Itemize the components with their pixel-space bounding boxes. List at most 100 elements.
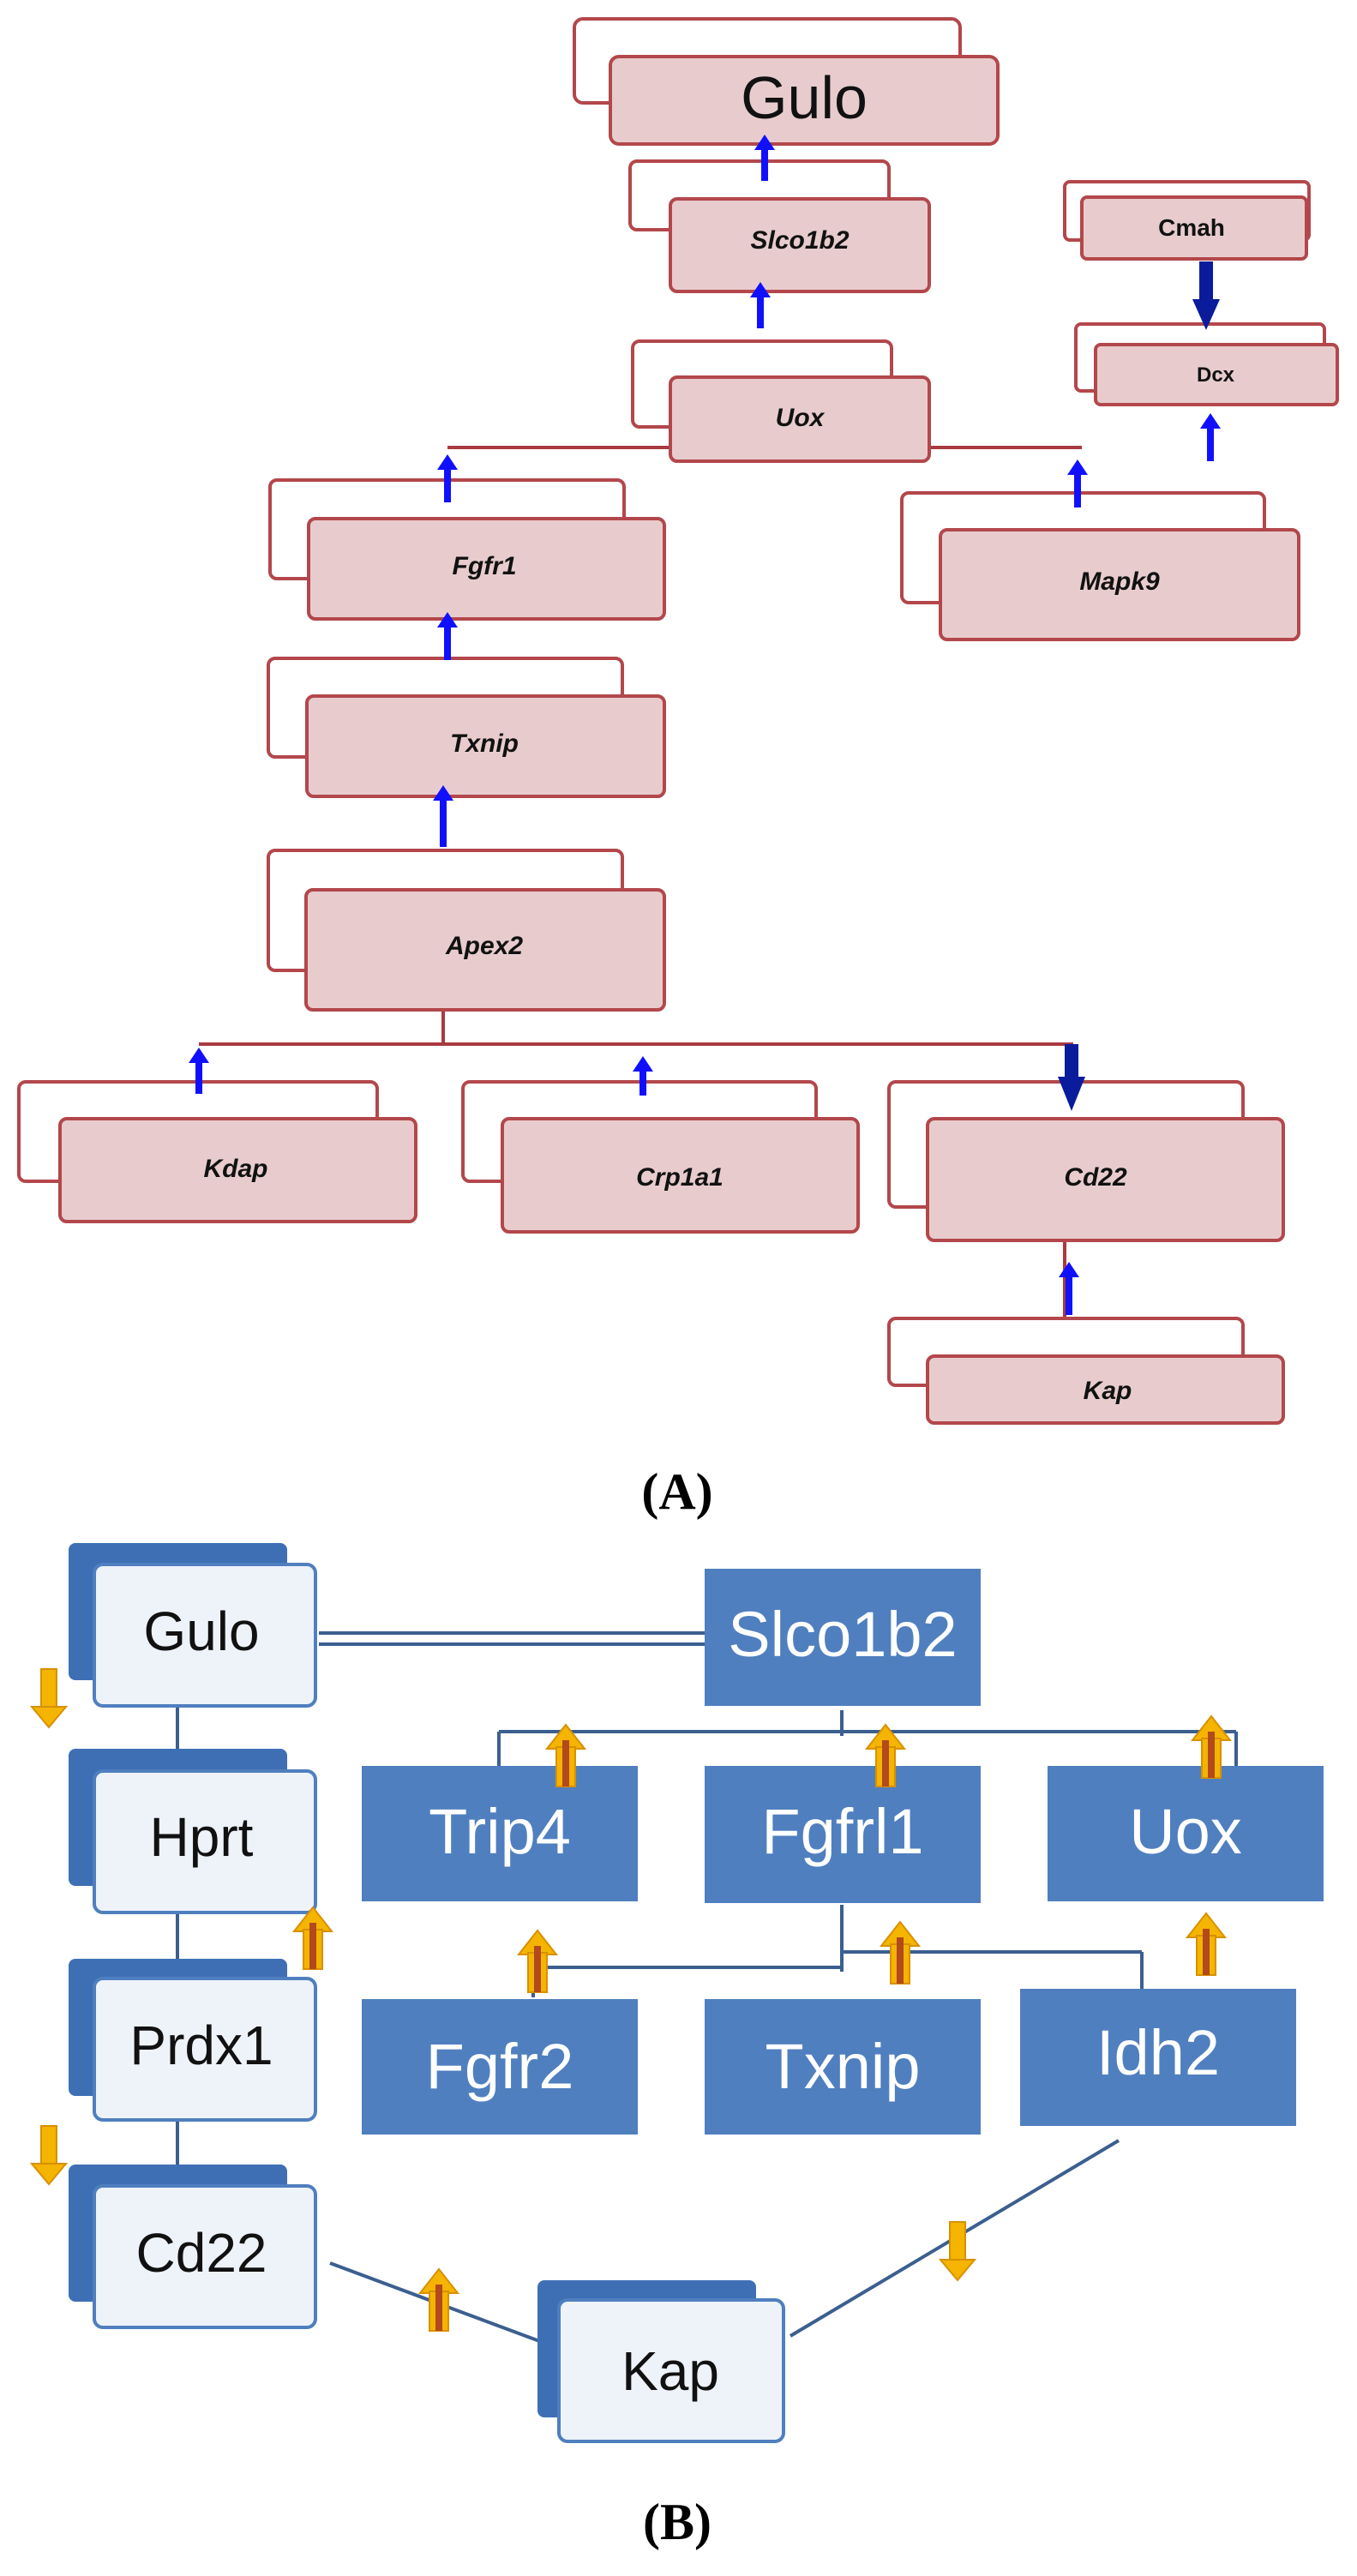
node-a-slco1b2-box xyxy=(669,197,931,293)
node-b-gulo: Gulo xyxy=(69,1543,317,1708)
node-a-kdap: Kdap xyxy=(17,1080,417,1223)
node-a-uox-label: Uox xyxy=(776,404,826,432)
node-a-kap-box xyxy=(926,1354,1285,1425)
node-a-mapk9-label: Mapk9 xyxy=(1079,567,1160,596)
node-b-uox-box xyxy=(1048,1766,1324,1901)
node-a-apex2: Apex2 xyxy=(267,849,666,1012)
node-a-crp1a1: Crp1a1 xyxy=(461,1080,860,1234)
node-a-slco1b2-label: Slco1b2 xyxy=(750,226,849,255)
node-a-kap: Kap xyxy=(887,1317,1285,1425)
orange-up-arrow-icon xyxy=(516,1929,559,1993)
node-a-mapk9: Mapk9 xyxy=(900,491,1300,641)
node-a-fgfr1-label: Fgfr1 xyxy=(453,552,517,580)
panel-a: Gulo Slco1b2 Uox Fgfr1 Txnip xyxy=(17,17,1339,1520)
node-b-txnip: Txnip xyxy=(705,1999,981,2135)
node-b-cd22: Cd22 xyxy=(69,2165,317,2329)
node-b-fgfr2-box xyxy=(362,1999,638,2135)
node-b-kap-label: Kap xyxy=(621,2340,719,2402)
node-a-cd22: Cd22 xyxy=(887,1080,1285,1242)
node-b-hprt-box xyxy=(93,1769,317,1914)
up-arrow-icon xyxy=(1200,413,1221,461)
node-b-cd22-label: Cd22 xyxy=(136,2222,267,2284)
node-a-txnip-label: Txnip xyxy=(450,730,519,758)
node-b-fgfr2: Fgfr2 xyxy=(362,1999,638,2135)
panel-b-label: (B) xyxy=(643,2494,712,2550)
node-a-gulo-box xyxy=(609,55,1000,146)
up-arrow-icon xyxy=(1059,1262,1079,1315)
node-b-idh2-box xyxy=(1020,1989,1296,2126)
node-b-slco1b2: Slco1b2 xyxy=(705,1569,981,1706)
up-arrow-icon xyxy=(437,454,458,502)
down-arrow-icon xyxy=(1058,1044,1085,1111)
node-a-cd22-label: Cd22 xyxy=(1064,1163,1127,1192)
panel-b-orange-arrows xyxy=(29,1668,1233,2332)
node-a-apex2-label: Apex2 xyxy=(445,932,523,960)
node-a-txnip-box xyxy=(305,694,666,798)
orange-up-arrow-icon xyxy=(417,2267,460,2332)
node-b-txnip-box xyxy=(705,1999,981,2135)
up-arrow-icon xyxy=(633,1056,653,1096)
node-b-trip4-box xyxy=(362,1766,638,1901)
node-a-fgfr1-box xyxy=(307,517,666,621)
node-b-gulo-box xyxy=(93,1563,317,1708)
up-arrow-icon xyxy=(1067,459,1088,507)
node-a-kdap-box xyxy=(58,1117,417,1223)
node-b-txnip-label: Txnip xyxy=(766,2031,921,2102)
up-arrow-icon xyxy=(750,282,771,328)
up-arrow-icon xyxy=(754,135,775,181)
node-a-uox: Uox xyxy=(631,339,931,463)
node-a-mapk9-box xyxy=(939,528,1300,641)
node-a-gulo: Gulo xyxy=(573,17,1000,146)
orange-up-arrow-icon xyxy=(1190,1714,1233,1779)
up-arrow-icon xyxy=(189,1048,209,1094)
node-a-kdap-label: Kdap xyxy=(204,1155,268,1183)
down-arrow-icon xyxy=(1192,261,1220,330)
node-a-cmah-box xyxy=(1080,195,1308,261)
node-b-trip4: Trip4 xyxy=(362,1766,638,1901)
orange-up-arrow-icon xyxy=(864,1723,907,1787)
node-b-prdx1-box xyxy=(93,1977,317,2122)
node-b-hprt-label: Hprt xyxy=(150,1806,254,1868)
node-b-slco1b2-box xyxy=(705,1569,981,1706)
node-b-uox-label: Uox xyxy=(1129,1796,1242,1867)
panel-b: Gulo Hprt Prdx1 Cd22 Kap Slco1b2 xyxy=(29,1543,1324,2550)
node-b-idh2: Idh2 xyxy=(1020,1989,1296,2126)
node-b-hprt: Hprt xyxy=(69,1749,317,1914)
orange-up-arrow-icon xyxy=(544,1723,587,1787)
up-arrow-icon xyxy=(433,785,453,847)
node-a-cmah-label: Cmah xyxy=(1158,214,1225,241)
panel-a-down-arrows xyxy=(1058,261,1220,1111)
node-a-crp1a1-label: Crp1a1 xyxy=(636,1163,724,1192)
node-a-dcx-label: Dcx xyxy=(1197,363,1235,387)
node-b-fgfrl1-label: Fgfrl1 xyxy=(761,1796,923,1867)
node-b-fgfrl1-box xyxy=(705,1766,981,1903)
node-a-uox-box xyxy=(669,375,931,463)
node-a-cd22-box xyxy=(926,1117,1285,1242)
panel-a-arrows xyxy=(189,135,1221,1315)
node-b-uox: Uox xyxy=(1048,1766,1324,1901)
node-a-txnip: Txnip xyxy=(267,657,666,798)
node-a-apex2-box xyxy=(304,888,666,1012)
orange-up-arrow-icon xyxy=(291,1906,334,1970)
node-a-gulo-label: Gulo xyxy=(741,64,868,131)
orange-up-arrow-icon xyxy=(879,1920,922,1985)
node-a-crp1a1-box xyxy=(501,1117,860,1234)
up-arrow-icon xyxy=(437,612,458,660)
node-b-cd22-box xyxy=(93,2184,317,2329)
orange-down-arrow-icon xyxy=(29,2125,69,2186)
node-a-dcx: Dcx xyxy=(1074,322,1339,406)
panel-a-label: (A) xyxy=(641,1463,712,1520)
node-b-kap: Kap xyxy=(537,2280,785,2443)
node-b-prdx1-label: Prdx1 xyxy=(129,2015,273,2076)
node-b-gulo-label: Gulo xyxy=(143,1600,259,1662)
node-b-slco1b2-label: Slco1b2 xyxy=(728,1599,957,1670)
node-a-slco1b2: Slco1b2 xyxy=(628,159,931,293)
orange-up-arrow-icon xyxy=(1185,1912,1228,1976)
node-b-idh2-label: Idh2 xyxy=(1096,2017,1220,2088)
orange-down-arrow-icon xyxy=(938,2221,977,2282)
node-a-dcx-box xyxy=(1094,343,1339,406)
node-b-fgfr2-label: Fgfr2 xyxy=(426,2031,574,2102)
node-b-fgfrl1: Fgfrl1 xyxy=(705,1766,981,1903)
